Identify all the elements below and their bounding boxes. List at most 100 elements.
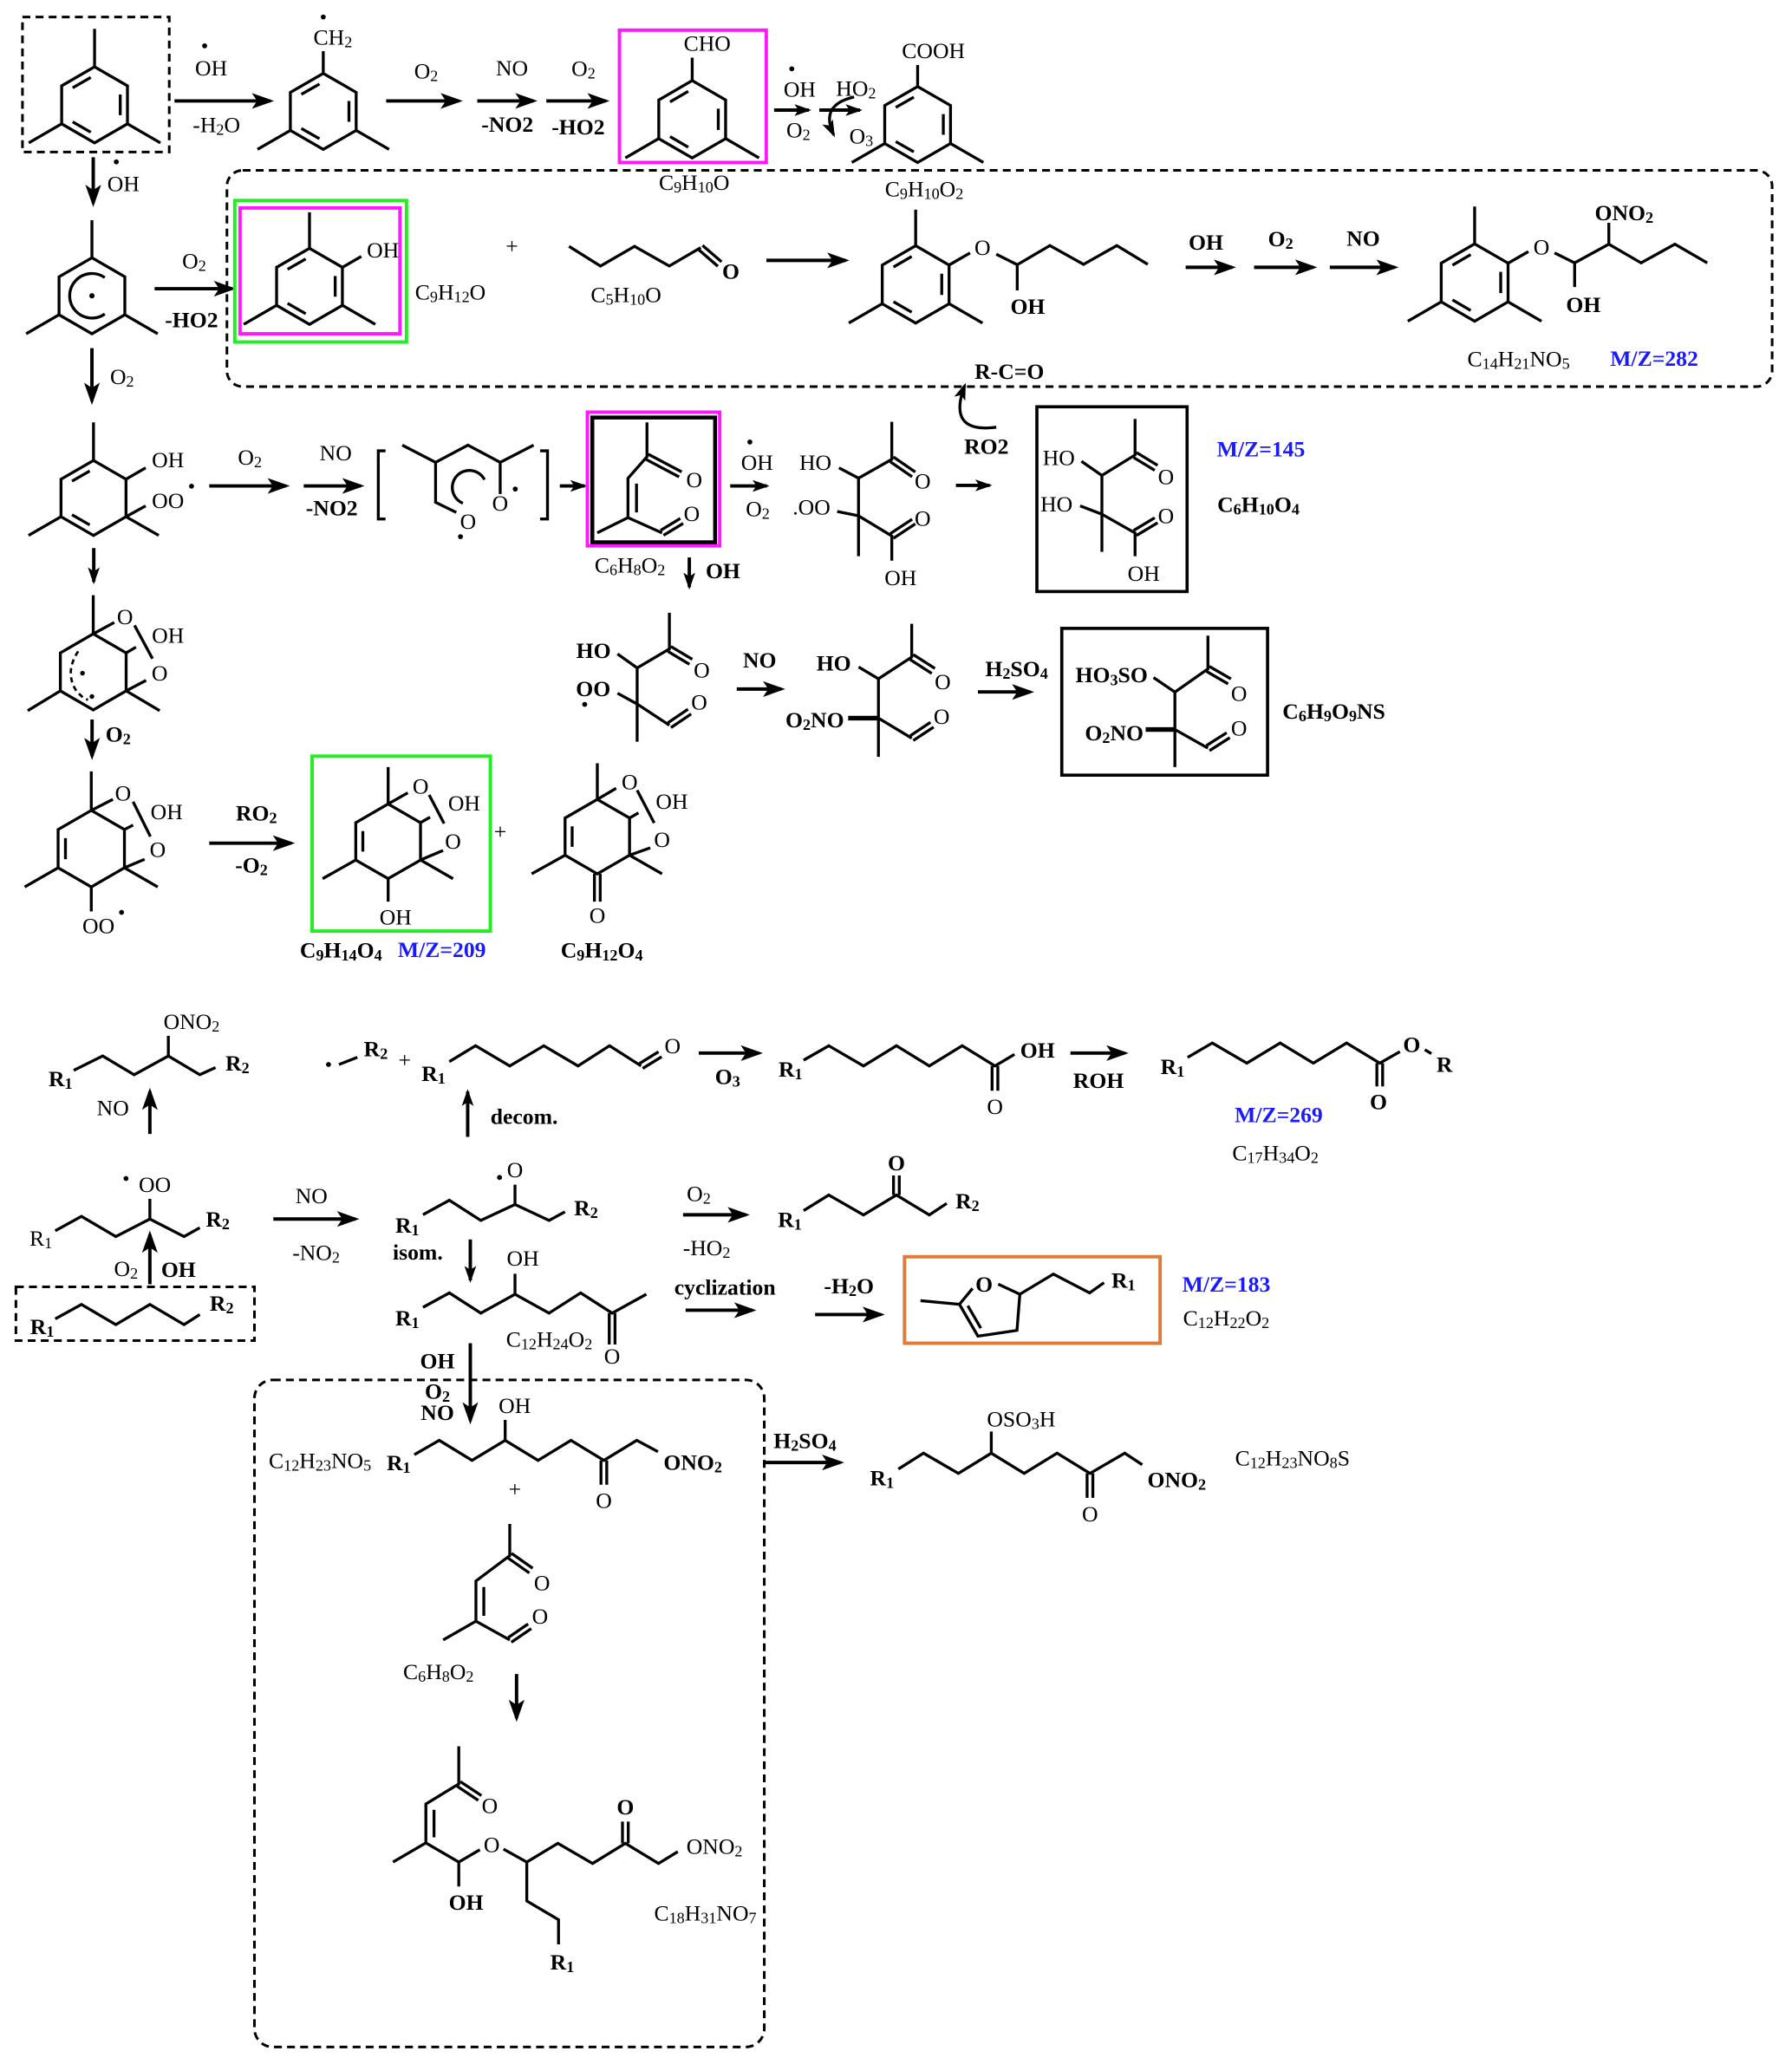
mz-label: M/Z=282 (1610, 346, 1698, 371)
isomerization-label: isom. (393, 1240, 443, 1265)
r-label: R (1437, 1052, 1453, 1078)
r1-label: R1 (395, 1305, 420, 1332)
reagent-label: O2 (114, 1256, 139, 1283)
text-run: R (870, 1465, 887, 1490)
carbon-skeleton (857, 623, 914, 758)
left-bracket (376, 449, 386, 521)
plus-sign: + (398, 1048, 411, 1073)
text-run: O (1246, 1305, 1262, 1330)
text-run: NS (1357, 698, 1385, 723)
methyl-oxopentenal: O O (596, 422, 702, 537)
text-run: C (885, 176, 900, 201)
pentanal: O (568, 244, 740, 283)
text-run: O (714, 170, 730, 195)
subscript: 2 (588, 65, 596, 82)
r1-label: R1 (395, 1213, 420, 1240)
subscript: 12 (1198, 1314, 1214, 1332)
reagent-label: OH (108, 172, 140, 197)
oxygen-label: O (482, 1793, 499, 1818)
oxygen-label: O (974, 235, 991, 260)
radical-dot (123, 1175, 129, 1182)
text-run: ONO (164, 1009, 212, 1034)
substituent-bonds (1407, 206, 1709, 322)
r2-label: R2 (225, 1051, 250, 1078)
benzene-ring (883, 84, 953, 165)
radical-dot (202, 43, 207, 49)
subscript: 7 (749, 1909, 757, 1926)
highlight-box-green (232, 199, 408, 344)
allyl-delocalization (69, 650, 88, 701)
subscript: 1 (438, 1070, 446, 1087)
oxygen-label: O (975, 1272, 993, 1297)
byproduct-label: -O2 (235, 852, 268, 879)
formula-label: C17H34O2 (1232, 1140, 1319, 1167)
subscript: 2 (1311, 1149, 1319, 1167)
carbonyl-double-bond (638, 1050, 663, 1070)
text-run: C (1235, 1445, 1250, 1470)
text-run: ONO (1594, 199, 1645, 225)
formula-label: C6H9O9NS (1282, 698, 1385, 725)
text-run: R (778, 1207, 794, 1232)
subscript: 2 (344, 33, 352, 50)
text-run: O (746, 496, 762, 521)
reagent-label: OH (784, 76, 816, 101)
substituent-bonds (23, 771, 159, 912)
carbonyl-double-bond (599, 1460, 609, 1485)
formula-label: C9H14O4 (300, 937, 382, 964)
decomposition-label: decom. (491, 1104, 558, 1130)
formula-label: C6H8O2 (595, 552, 665, 579)
oxygen-label: O (484, 1832, 500, 1857)
nitrooxy-label: ONO2 (1148, 1467, 1207, 1494)
mesityl-radical-adduct (25, 219, 159, 335)
mz-label: M/Z=269 (1235, 1103, 1323, 1128)
subscript: 2 (212, 1018, 219, 1035)
text-run: H (1498, 346, 1515, 371)
hydroxyl-label: OH (499, 1393, 531, 1418)
subscript: 3 (1110, 671, 1118, 688)
mz-label: M/Z=209 (398, 937, 486, 962)
subscript: 1 (566, 1958, 574, 1976)
text-run: H (537, 1326, 553, 1351)
text-run: O (940, 176, 956, 201)
carbon-chain (568, 244, 702, 268)
reagent-label: OH (195, 55, 227, 81)
carbon-skeleton (442, 1524, 512, 1642)
peroxy-acid-radical: HO .OO O O OH (792, 421, 931, 590)
carbonyl-double-bond (1375, 1063, 1385, 1087)
nitrooxy-dicarbonyl: HO O2NO O O (785, 623, 951, 758)
mz-label: M/Z=145 (1217, 437, 1306, 462)
subscript: 2 (703, 1189, 711, 1207)
oxygen-label: O (915, 506, 931, 531)
subscript: 17 (1248, 1149, 1263, 1167)
nitrooxy-label: ONO2 (164, 1009, 220, 1036)
bicyclic-allyl-radical: O OH O (27, 595, 184, 713)
nitrooxy-organosulfate-alkyl: R1 OSO3H O ONO2 (870, 1406, 1207, 1527)
byproduct-label: -HO2 (165, 307, 218, 332)
text-run: -H (824, 1273, 849, 1299)
reagent-label: NO (496, 55, 528, 81)
subscript: 12 (521, 1336, 537, 1353)
text-run: O (645, 282, 661, 307)
text-run: C (561, 937, 577, 962)
text-run: R (421, 1060, 438, 1085)
cyclization-label: cyclization (674, 1274, 776, 1299)
text-run: C (1282, 698, 1299, 723)
alkane: R1 R2 (30, 1290, 234, 1339)
oxygen-label: O (152, 661, 168, 686)
subscript: 14 (1482, 355, 1498, 372)
hydroxyl-label: OH (380, 905, 412, 930)
carbonyl-double-bond (1132, 451, 1159, 472)
text-run: R (210, 1290, 226, 1315)
subscript: 2 (584, 1336, 592, 1353)
byproduct-label: -HO2 (683, 1235, 731, 1262)
dashed-box-alkane (14, 1286, 257, 1343)
subscript: 9 (430, 288, 438, 305)
radical-dot (458, 534, 464, 539)
text-run: H (584, 937, 602, 962)
subscript: 9 (577, 947, 584, 964)
text-run: R (395, 1305, 412, 1330)
oxygen-label: O (492, 491, 509, 516)
oxygen-label: O (413, 774, 429, 799)
byproduct-label: -NO2 (306, 496, 358, 521)
